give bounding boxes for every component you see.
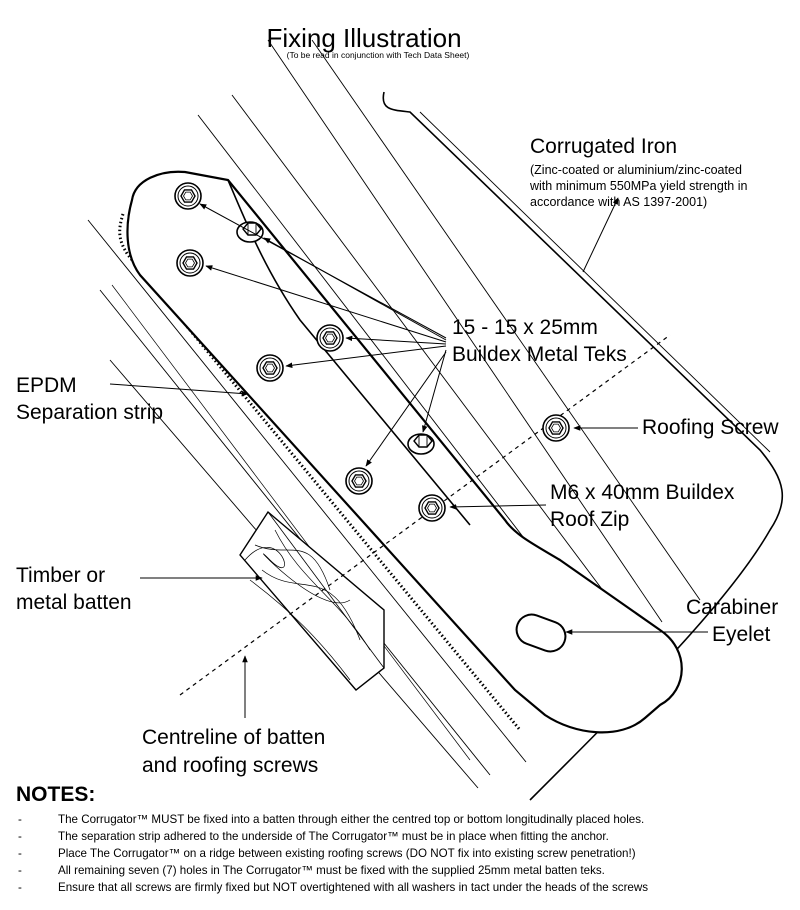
label-timber-batten-1: Timber or xyxy=(16,564,105,587)
label-centreline-1: Centreline of batten xyxy=(142,726,325,749)
diagram-subtitle: (To be read in conjunction with Tech Dat… xyxy=(287,50,470,60)
label-corrugated-iron-desc-2: with minimum 550MPa yield strength in xyxy=(529,179,747,193)
note-item: The separation strip adhered to the unde… xyxy=(58,830,609,843)
label-roof-zip-2: Roof Zip xyxy=(550,508,629,531)
note-bullet: - xyxy=(18,864,22,877)
corrugator-anchor-plate xyxy=(126,170,683,734)
carabiner-eyelet-icon xyxy=(515,613,567,653)
label-teks-qty: 15 - 15 x 25mm xyxy=(452,316,598,339)
diagram-title: Fixing Illustration xyxy=(266,23,461,53)
epdm-strip xyxy=(118,213,522,731)
label-roofing-screw: Roofing Screw xyxy=(642,416,779,439)
label-separation-strip: Separation strip xyxy=(16,401,163,424)
label-corrugated-iron-desc-3: accordance with AS 1397-2001) xyxy=(530,195,707,209)
note-item: Ensure that all screws are firmly fixed … xyxy=(58,881,648,894)
timber-batten xyxy=(239,510,385,691)
note-item: The Corrugator™ MUST be fixed into a bat… xyxy=(58,813,644,826)
anchor-fold-line xyxy=(227,179,471,526)
label-leader-arrows xyxy=(109,197,708,718)
note-bullet: - xyxy=(18,813,22,826)
notes-section: NOTES: - The Corrugator™ MUST be fixed i… xyxy=(16,783,648,894)
label-timber-batten-2: metal batten xyxy=(16,591,132,614)
label-teks-name: Buildex Metal Teks xyxy=(452,343,627,366)
teks-leader-arrows xyxy=(199,203,447,467)
label-corrugated-iron: Corrugated Iron xyxy=(530,135,677,158)
note-item: Place The Corrugator™ on a ridge between… xyxy=(58,847,636,860)
label-epdm: EPDM xyxy=(16,374,77,397)
label-eyelet: Eyelet xyxy=(712,623,771,646)
label-centreline-2: and roofing screws xyxy=(142,754,318,777)
note-item: All remaining seven (7) holes in The Cor… xyxy=(58,864,605,877)
notes-heading: NOTES: xyxy=(16,783,95,806)
note-bullet: - xyxy=(18,847,22,860)
label-roof-zip-1: M6 x 40mm Buildex xyxy=(550,481,735,504)
note-bullet: - xyxy=(18,881,22,894)
label-corrugated-iron-desc-1: (Zinc-coated or aluminium/zinc-coated xyxy=(530,163,742,177)
label-carabiner: Carabiner xyxy=(686,596,778,619)
note-bullet: - xyxy=(18,830,22,843)
